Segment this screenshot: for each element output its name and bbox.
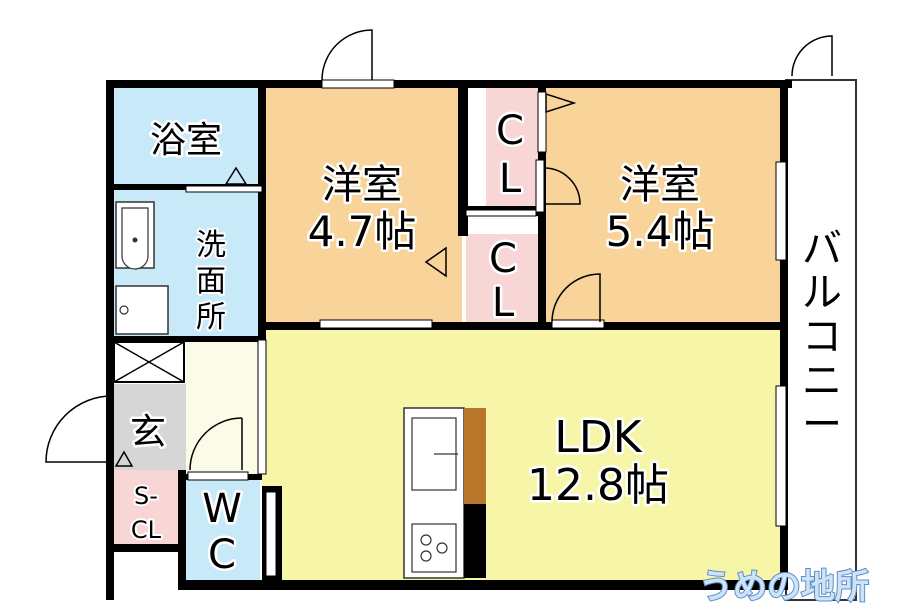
openings [185,79,787,577]
toilet-room [186,480,260,580]
balcony-char-1: バ [802,226,842,272]
western-room-1 [262,86,462,326]
toilet-w: W [202,486,242,532]
western-1-label: 洋室 [322,162,402,208]
washroom-char-1: 洗 [196,228,226,263]
shoe-closet-line1: S- [134,482,158,510]
shoe-closet [112,470,182,544]
entrance-label: 玄 [130,412,166,453]
washroom-char-3: 所 [196,300,226,335]
ldk-room [262,326,782,582]
shoe-closet-line2: CL [131,516,162,544]
drain-mark [119,305,129,315]
western-1-size: 4.7帖 [308,207,417,256]
closet-lower-c: C [489,236,517,282]
western-room-2 [538,86,782,326]
closet-upper [486,86,538,214]
wash-basin [115,201,155,270]
balcony-char-3: コ [802,314,842,360]
balcony-char-5: ー [802,402,842,448]
western-2-label: 洋室 [620,162,700,208]
balcony-char-4: ニ [802,358,842,404]
washing-machine-space [115,285,169,335]
watermark-logo: うめの地所 [699,567,869,607]
ldk-label: LDK [554,412,642,463]
bath-label: 浴室 [150,120,222,161]
storage-cross-box [113,341,185,383]
closet-upper-l: L [499,156,522,202]
door-swings [45,29,833,471]
balcony-char-2: ル [802,270,842,316]
closet-lower [466,234,540,326]
kitchen-counter [403,407,486,579]
hall [186,340,262,480]
closet-lower-l: L [492,280,515,326]
closet-upper-c: C [496,108,524,154]
toilet-c: C [208,532,236,578]
entrance-area [112,384,186,470]
washroom-char-2: 面 [196,264,226,299]
ldk-size: 12.8帖 [527,460,669,511]
western-2-size: 5.4帖 [606,207,715,256]
